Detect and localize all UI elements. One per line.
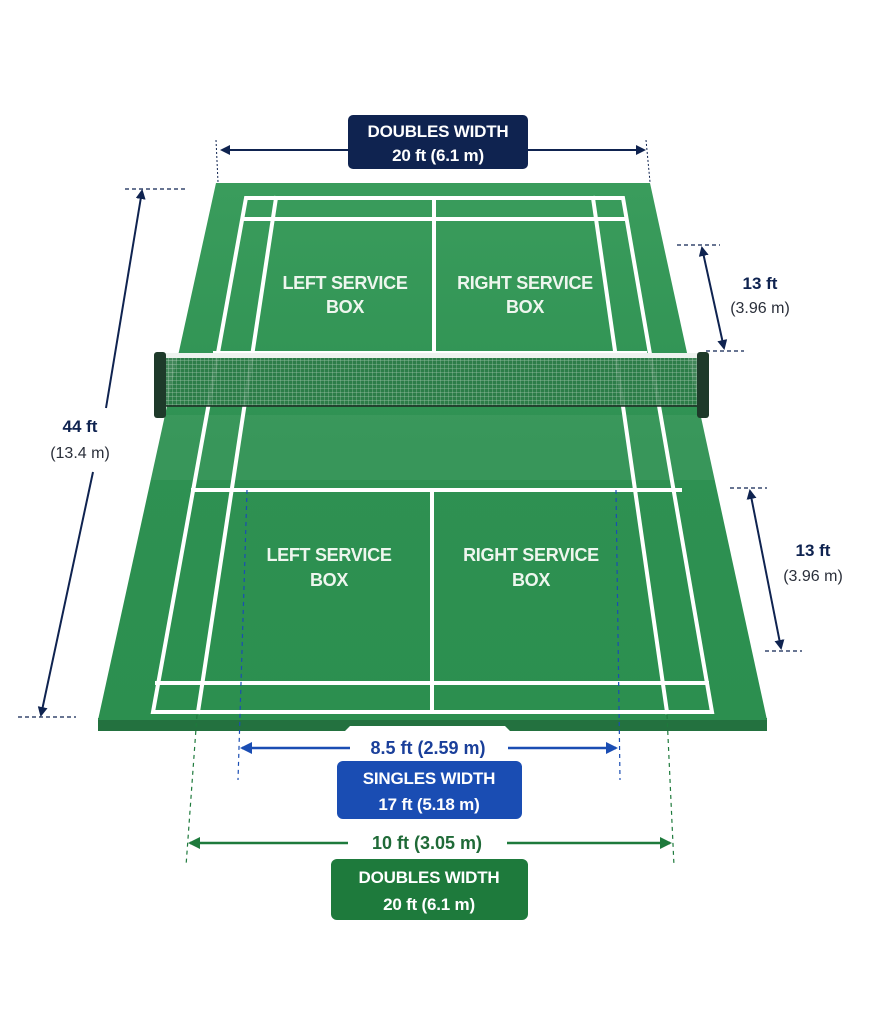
court-lines <box>150 195 715 715</box>
svg-text:BOX: BOX <box>310 570 348 590</box>
half-doubles-width-dimension: 10 ft (3.05 m) <box>188 833 672 853</box>
svg-text:13 ft: 13 ft <box>743 274 778 293</box>
svg-text:20 ft (6.1 m): 20 ft (6.1 m) <box>392 146 484 165</box>
length-arrow-upper <box>105 189 146 409</box>
far-left-service-box-label: LEFT SERVICE BOX <box>282 273 408 317</box>
svg-text:10 ft (3.05 m): 10 ft (3.05 m) <box>372 833 482 853</box>
doubles-guide-lines <box>185 714 675 867</box>
top-doubles-width-dimension: DOUBLES WIDTH 20 ft (6.1 m) <box>215 115 651 183</box>
svg-text:20 ft (6.1 m): 20 ft (6.1 m) <box>383 895 475 914</box>
near-service-depth-dimension: 13 ft (3.96 m) <box>730 487 843 652</box>
svg-text:LEFT SERVICE: LEFT SERVICE <box>266 545 391 565</box>
net <box>154 352 709 418</box>
svg-text:LEFT SERVICE: LEFT SERVICE <box>282 273 407 293</box>
svg-text:BOX: BOX <box>506 297 544 317</box>
svg-text:(13.4 m): (13.4 m) <box>50 445 110 462</box>
length-arrow-lower <box>37 471 94 717</box>
far-right-service-box-label: RIGHT SERVICE BOX <box>457 273 593 317</box>
court-length-dimension: 44 ft (13.4 m) <box>18 188 186 718</box>
singles-width-badge: SINGLES WIDTH 17 ft (5.18 m) <box>337 761 522 819</box>
svg-text:(3.96 m): (3.96 m) <box>783 568 843 585</box>
near-right-service-box-label: RIGHT SERVICE BOX <box>463 545 599 590</box>
svg-text:BOX: BOX <box>512 570 550 590</box>
svg-text:8.5 ft (2.59 m): 8.5 ft (2.59 m) <box>370 738 485 758</box>
top-doubles-width-badge: DOUBLES WIDTH 20 ft (6.1 m) <box>348 115 528 169</box>
svg-text:(3.96 m): (3.96 m) <box>730 300 790 317</box>
half-singles-width-dimension: 8.5 ft (2.59 m) <box>240 738 618 758</box>
svg-text:RIGHT SERVICE: RIGHT SERVICE <box>463 545 599 565</box>
svg-text:44 ft: 44 ft <box>63 417 98 436</box>
bottom-doubles-width-badge: DOUBLES WIDTH 20 ft (6.1 m) <box>331 859 528 920</box>
net-post-right <box>697 352 709 418</box>
svg-text:13 ft: 13 ft <box>796 541 831 560</box>
svg-text:17 ft (5.18 m): 17 ft (5.18 m) <box>378 795 479 814</box>
near-left-service-box-label: LEFT SERVICE BOX <box>266 545 392 590</box>
svg-text:DOUBLES WIDTH: DOUBLES WIDTH <box>368 122 509 141</box>
svg-text:BOX: BOX <box>326 297 364 317</box>
net-post-left <box>154 352 166 418</box>
svg-text:DOUBLES WIDTH: DOUBLES WIDTH <box>359 868 500 887</box>
svg-text:RIGHT SERVICE: RIGHT SERVICE <box>457 273 593 293</box>
svg-text:SINGLES WIDTH: SINGLES WIDTH <box>363 769 495 788</box>
singles-guide-lines <box>237 489 621 781</box>
far-service-depth-dimension: 13 ft (3.96 m) <box>677 244 790 352</box>
court-surface <box>98 183 767 731</box>
